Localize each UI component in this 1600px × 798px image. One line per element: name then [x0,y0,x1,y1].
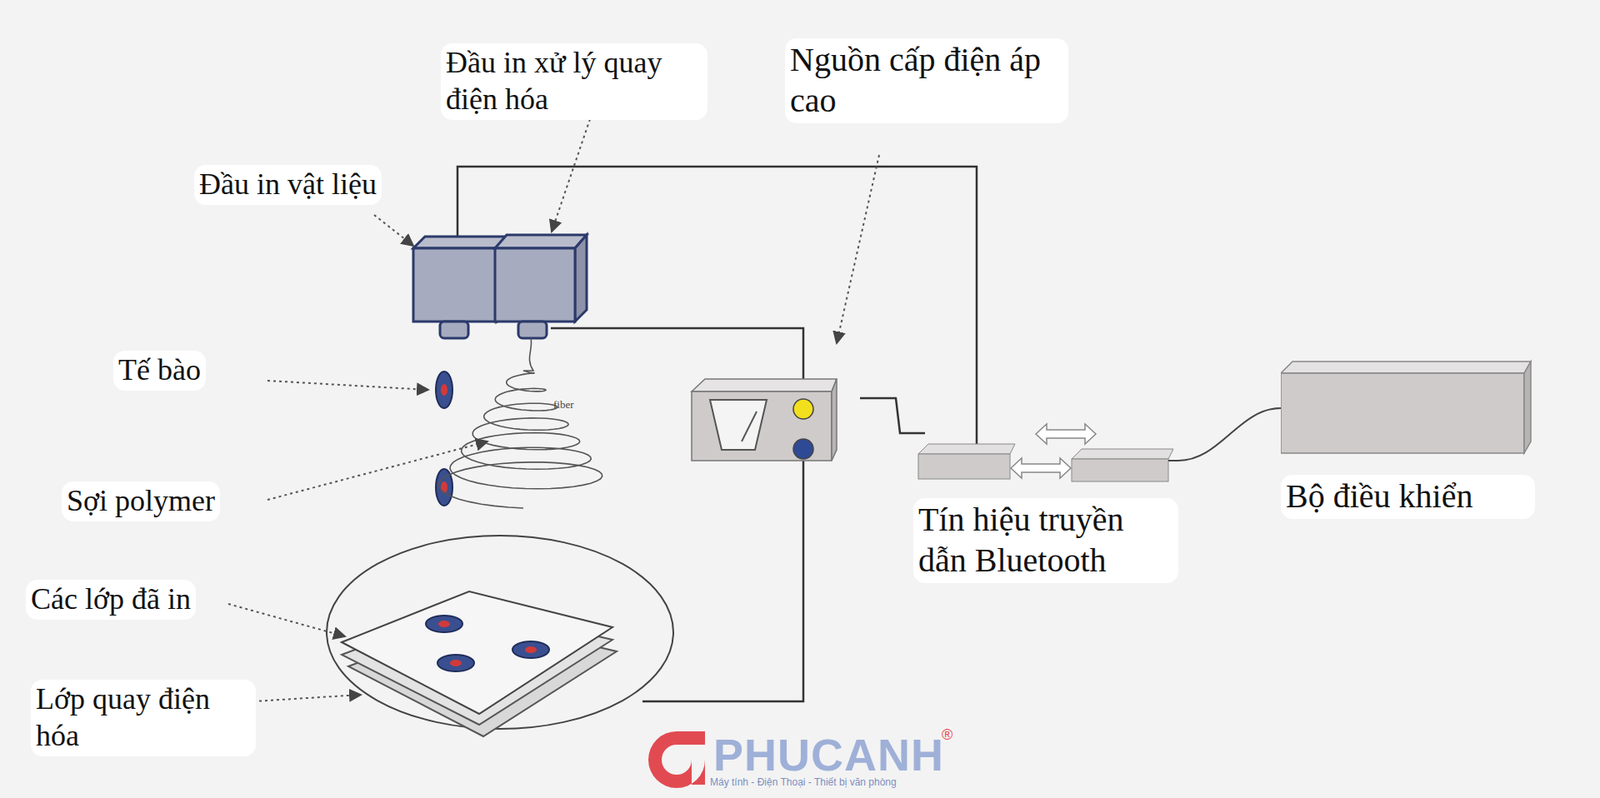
callout-label: Tế bào [113,350,206,391]
watermark-subtitle: Máy tính - Điện Thoại - Thiết bị văn phò… [710,776,897,790]
connector-wire [1168,408,1281,461]
power-supply [691,379,837,461]
node-label: Tín hiệu truyền dẫn Bluetooth [913,498,1179,584]
fiber-label: fiber [553,398,575,412]
controller-box: Bộ điều khiển [1280,358,1535,520]
watermark-logo [648,731,705,789]
callout-label: Đầu in xử lý quay điện hóa [440,43,708,120]
watermark-mark: ® [941,726,953,745]
bluetooth-modules [918,424,1174,482]
callout-label: Đầu in vật liệu [194,165,382,205]
polymer-fiber [438,338,602,509]
callout-label: Các lớp đã in [25,580,196,620]
leader-lines [228,119,880,702]
bluetooth-group: Tín hiệu truyền dẫn Bluetooth [913,440,1179,584]
collector-dish [326,535,674,737]
callout-label: Sợi polymer [61,481,220,522]
watermark-text: PHUCANH [708,726,950,785]
node-label: Bộ điều khiển [1280,475,1535,520]
controller-shape [1280,358,1535,459]
callout-label: Nguồn cấp điện áp cao [785,38,1069,124]
callout-label: Lớp quay điện hóa [30,680,256,757]
print-heads [413,235,587,339]
